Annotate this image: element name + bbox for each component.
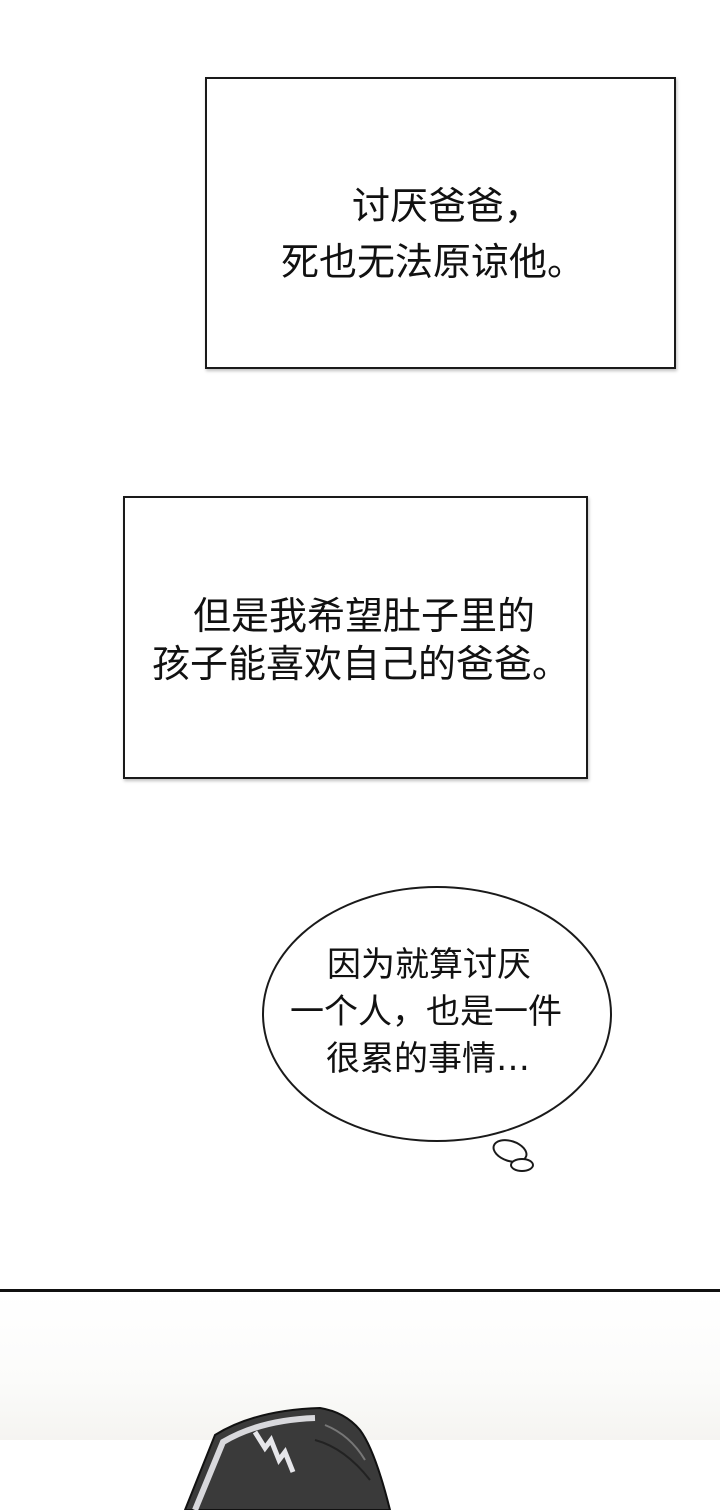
thought-bubble: [262, 886, 612, 1142]
thought-tail-small: [510, 1158, 534, 1172]
caption-box-2: [123, 496, 588, 779]
panel-divider: [0, 1289, 720, 1292]
hair-illustration-icon: [183, 1406, 392, 1510]
caption-2-line-1: 但是我希望肚子里的: [193, 594, 536, 638]
caption-box-1: [205, 77, 676, 369]
caption-1-line-2: 死也无法原谅他。: [281, 240, 586, 284]
caption-1-line-1: 讨厌爸爸，: [352, 184, 543, 228]
bubble-line-2: 一个人，也是一件: [290, 992, 562, 1032]
caption-2-line-2: 孩子能喜欢自己的爸爸。: [152, 642, 571, 686]
scene-panel: [0, 1292, 720, 1440]
bubble-line-1: 因为就算讨厌: [327, 945, 531, 985]
bubble-line-3: 很累的事情…: [326, 1039, 530, 1079]
